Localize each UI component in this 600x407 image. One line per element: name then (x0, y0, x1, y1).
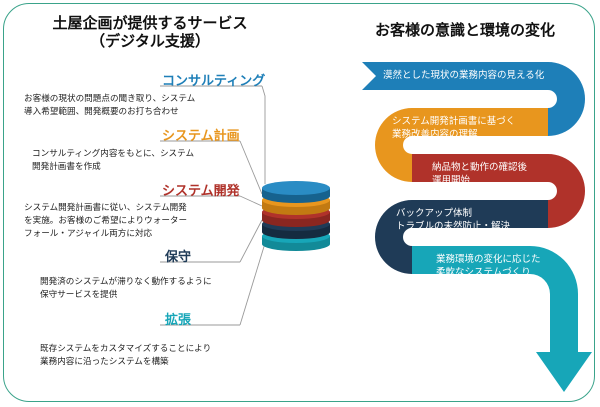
left-title: 土屋企画が提供するサービス （デジタル支援） (20, 14, 280, 50)
desc-line: システム開発計画書に従い、システム開発 (24, 203, 187, 213)
service-heading-development: システム開発 (162, 184, 240, 199)
ribbon-step-4 (375, 200, 548, 274)
flow-step-1-text: 漠然とした現状の業務内容の見える化 (383, 70, 544, 83)
step-line: 業務環境の変化に応じた (436, 254, 541, 265)
step-line: 漠然とした現状の業務内容の見える化 (383, 70, 545, 81)
desc-line: お客様の現状の問題点の聞き取り、システム (24, 94, 196, 104)
service-underlines (160, 85, 262, 326)
desc-line: フォール・アジャイル両方に対応 (24, 229, 153, 239)
left-title-line2: （デジタル支援） (90, 32, 210, 50)
connector-development (239, 195, 263, 207)
service-desc-maintenance: 開発済のシステムが滞りなく動作するように 保守サービスを提供 (40, 276, 212, 302)
step-line: 運用開始 (432, 174, 471, 186)
step-line: トラブルの未然防止・解決 (396, 220, 511, 232)
flow-step-3-text: 納品物と動作の確認後 運用開始 (432, 162, 527, 187)
desc-line: 既存システムをカスタマイズすることにより (40, 344, 212, 354)
rounded-frame (3, 3, 595, 402)
chevron-step-1 (362, 62, 376, 90)
ribbon-step-5 (412, 246, 592, 392)
step-line: 業務改善内容の理解 (392, 128, 478, 140)
desc-line: コンサルティング内容をもとに、システム (32, 149, 195, 159)
step-line: 柔軟なシステムづくり (436, 266, 531, 278)
ribbon-step-2 (375, 108, 548, 182)
ribbon-step-1 (362, 62, 585, 136)
ribbon-step-3 (412, 154, 585, 228)
flow-ribbon (362, 62, 592, 392)
service-heading-extension: 拡張 (165, 313, 192, 328)
right-title: お客様の意識と環境の変化 (374, 21, 555, 39)
desc-line: を実施。お客様のご希望によりウォーター (24, 216, 188, 226)
service-heading-maintenance: 保守 (165, 250, 192, 265)
service-heading-consulting: コンサルティング (162, 74, 266, 89)
service-heading-planning: システム計画 (162, 129, 240, 144)
flow-step-2-text: システム開発計画書に基づく 業務改善内容の理解 (392, 116, 515, 141)
flow-step-4-text: バックアップ体制 トラブルの未然防止・解決 (396, 208, 510, 233)
connector-consulting (261, 85, 266, 184)
step-line: システム開発計画書に基づく (392, 116, 516, 127)
flow-step-5-text: 業務環境の変化に応じた 柔軟なシステムづくり (436, 254, 541, 279)
desc-line: 導入希望範囲、開発概要のお打ち合わせ (24, 107, 179, 117)
desc-line: 業務内容に沿ったシステムを構築 (40, 357, 169, 367)
desc-line: 保守サービスを提供 (40, 290, 118, 300)
service-desc-planning: コンサルティング内容をもとに、システム 開発計画書を作成 (32, 148, 194, 174)
connector-planning (239, 140, 263, 195)
connector-maintenance (239, 219, 263, 263)
step-line: 納品物と動作の確認後 (432, 162, 528, 173)
disk-stack (262, 181, 330, 251)
disk-consulting-top (262, 181, 330, 195)
service-desc-development: システム開発計画書に従い、システム開発 を実施。お客様のご希望によりウォーター … (24, 202, 187, 241)
desc-line: 開発済のシステムが滞りなく動作するように (40, 277, 212, 287)
service-desc-consulting: お客様の現状の問題点の聞き取り、システム 導入希望範囲、開発概要のお打ち合わせ (24, 93, 195, 119)
desc-line: 開発計画書を作成 (32, 162, 101, 172)
step-line: バックアップ体制 (396, 208, 473, 219)
service-desc-extension: 既存システムをカスタマイズすることにより 業務内容に沿ったシステムを構築 (40, 343, 211, 369)
connector-extension (239, 239, 267, 326)
connector-lines (239, 85, 267, 326)
left-title-line1: 土屋企画が提供するサービス (52, 14, 248, 32)
